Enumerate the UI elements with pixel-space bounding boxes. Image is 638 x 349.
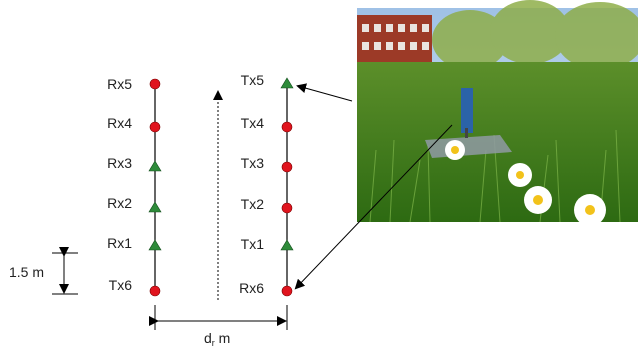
distance-label-sub: r [212, 338, 215, 348]
left-label-6: Tx6 [109, 277, 133, 293]
left-marker-5-triangle [148, 239, 162, 251]
field-photo [357, 0, 638, 226]
distance-indicator [149, 305, 288, 330]
left-marker-4-triangle [148, 201, 162, 213]
distance-label: dr m [204, 330, 230, 348]
left-label-5: Rx1 [107, 235, 132, 251]
left-label-3: Rx3 [107, 155, 132, 171]
left-column-markers [148, 78, 162, 297]
right-label-2: Tx4 [241, 115, 265, 131]
right-marker-3-circle [281, 161, 293, 173]
left-label-1: Rx5 [107, 76, 132, 92]
pointer-arrow-bottom [294, 124, 453, 290]
daisy-flowers [445, 140, 606, 226]
spacing-indicator [52, 247, 78, 295]
right-marker-6-circle [281, 285, 293, 297]
right-marker-5-triangle [280, 239, 294, 251]
left-marker-1-circle [149, 78, 161, 90]
pointer-arrow-top [296, 83, 353, 102]
left-marker-6-circle [149, 285, 161, 297]
right-marker-4-circle [281, 202, 293, 214]
right-label-1: Tx5 [241, 72, 265, 88]
right-label-5: Tx1 [241, 236, 265, 252]
right-label-4: Tx2 [241, 196, 265, 212]
distance-label-unit: m [215, 330, 231, 346]
antenna-icon [461, 88, 473, 133]
left-label-4: Rx2 [107, 195, 132, 211]
right-marker-2-circle [281, 121, 293, 133]
right-marker-1-triangle [280, 77, 294, 89]
right-label-6: Rx6 [239, 280, 264, 296]
left-marker-2-circle [149, 121, 161, 133]
distance-label-base: d [204, 330, 212, 346]
left-marker-3-triangle [148, 160, 162, 172]
right-column-markers [280, 77, 294, 297]
left-label-2: Rx4 [107, 115, 132, 131]
spacing-label: 1.5 m [9, 264, 44, 280]
building [357, 15, 432, 67]
right-label-3: Tx3 [241, 155, 265, 171]
